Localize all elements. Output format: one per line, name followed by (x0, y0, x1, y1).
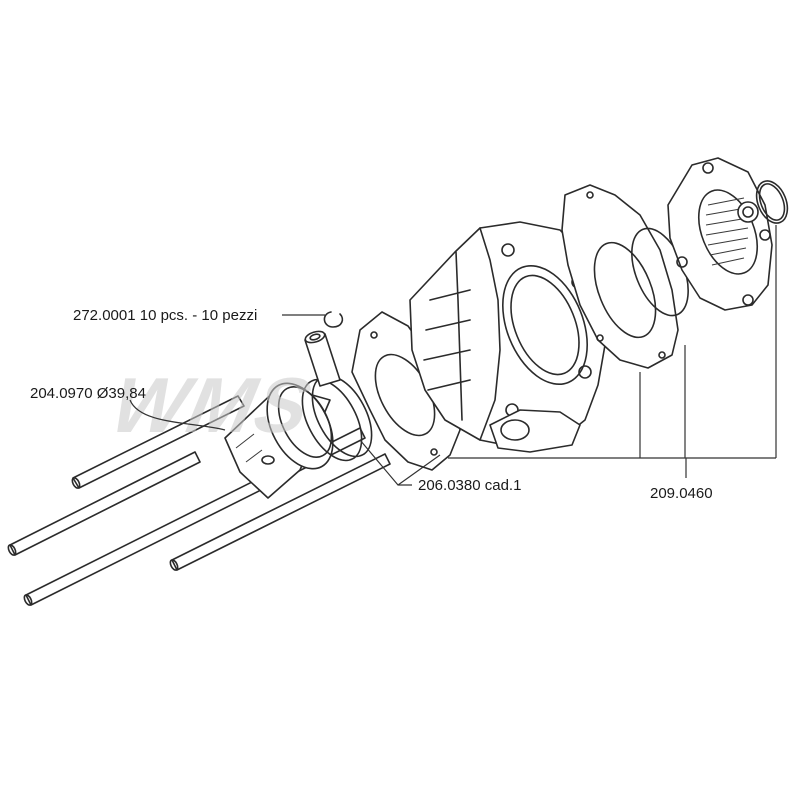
leader-lines (129, 225, 777, 486)
label-piston: 204.0970 Ø39,84 (30, 385, 146, 402)
leader-base-gasket (359, 439, 441, 486)
label-piston-pin-clip: 272.0001 10 pcs. - 10 pezzi (73, 307, 257, 324)
piston-pin (304, 330, 341, 387)
o-ring (755, 180, 789, 224)
part-labels: 272.0001 10 pcs. - 10 pezzi 204.0970 Ø39… (30, 307, 713, 502)
leader-piston (129, 399, 226, 431)
cylinder (409, 221, 606, 453)
stud (169, 453, 391, 571)
head-gasket (561, 184, 689, 369)
watermark: WMS (105, 362, 320, 449)
cylinder-head (667, 157, 773, 311)
label-base-gasket: 206.0380 cad.1 (418, 477, 521, 494)
label-head-gasket: 209.0460 (650, 485, 713, 502)
piston-pin-clip (323, 311, 344, 328)
stud (7, 451, 201, 556)
leader-head-gasket (448, 225, 777, 478)
